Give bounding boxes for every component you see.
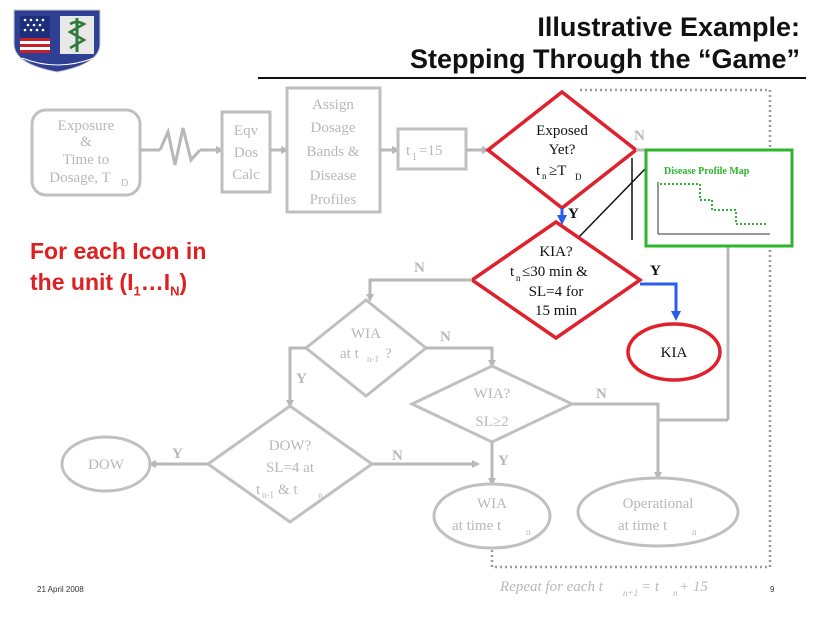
for-each-line-2: the unit (I1…IN) <box>30 269 188 299</box>
svg-text:Dos: Dos <box>234 145 258 161</box>
svg-text:15 min: 15 min <box>535 303 578 319</box>
repeat-note: Repeat for each t n+1 = t n + 15 <box>499 579 708 598</box>
svg-text:t: t <box>510 264 515 280</box>
svg-text:Yet?: Yet? <box>549 142 576 158</box>
svg-text:n-1: n-1 <box>367 354 379 364</box>
dow-no-label: N <box>392 448 403 464</box>
dow-outcome: DOW <box>60 435 152 493</box>
svg-text:t: t <box>536 163 541 179</box>
kia-yes-label: Y <box>650 263 661 279</box>
svg-text:WIA: WIA <box>351 326 381 342</box>
slide-title-line-1: Illustrative Example: <box>537 12 800 42</box>
svg-text:≤30 min &: ≤30 min & <box>522 264 588 280</box>
t1-equals-15-box: t 1 =15 <box>396 127 468 171</box>
disease-profile-map: Disease Profile Map <box>577 148 794 248</box>
repeat-loop-dotted-path <box>490 88 772 569</box>
svg-text:Profiles: Profiles <box>310 192 357 208</box>
for-each-icon-text: For each Icon in the unit (I1…IN) <box>30 236 206 307</box>
exposed-no-label: N <box>634 128 645 144</box>
svg-text:=15: =15 <box>419 143 442 159</box>
svg-text:Exposure: Exposure <box>58 118 115 134</box>
svg-text:t: t <box>256 482 261 498</box>
svg-text:= t: = t <box>641 579 660 595</box>
svg-text:KIA?: KIA? <box>539 244 573 260</box>
svg-text:n: n <box>526 527 531 537</box>
exposed-yes-label: Y <box>568 206 579 222</box>
svg-text:Operational: Operational <box>623 496 694 512</box>
svg-text:n: n <box>542 171 547 181</box>
svg-text:Repeat for each t: Repeat for each t <box>499 579 604 595</box>
wia-yes-label: Y <box>498 453 509 469</box>
eqv-dos-calc-box: Eqv Dos Calc <box>220 110 272 194</box>
svg-text:1: 1 <box>412 152 417 163</box>
page-number: 9 <box>770 585 775 594</box>
svg-text:&: & <box>80 134 92 150</box>
svg-text:Dosage, T: Dosage, T <box>49 170 110 186</box>
kia-outcome: KIA <box>626 322 722 382</box>
footer-date: 21 April 2008 <box>37 585 84 594</box>
title-underline <box>258 77 806 79</box>
for-each-line-1: For each Icon in <box>30 238 207 264</box>
wia-decision: WIA? SL≥2 <box>408 364 576 444</box>
svg-text:& t: & t <box>278 482 298 498</box>
svg-text:Assign: Assign <box>312 97 354 113</box>
svg-text:SL=4 for: SL=4 for <box>529 284 584 300</box>
kia-decision: KIA? t n ≤30 min & SL=4 for 15 min <box>468 219 644 341</box>
svg-text:n+1: n+1 <box>623 588 638 598</box>
assign-dosage-box: Assign Dosage Bands & Disease Profiles <box>285 86 382 214</box>
svg-text:at time t: at time t <box>452 518 502 534</box>
slide-title-line-2: Stepping Through the “Game” <box>410 44 800 74</box>
exposed-yet-decision: Exposed Yet? t n ≥T D <box>485 89 639 211</box>
svg-text:WIA?: WIA? <box>474 386 511 402</box>
svg-text:DOW?: DOW? <box>269 438 312 454</box>
svg-text:Bands &: Bands & <box>307 144 360 160</box>
wia-previous-decision: WIA at t n-1 ? <box>303 298 429 398</box>
army-medical-seal-logo <box>13 9 101 73</box>
svg-text:n: n <box>516 273 521 283</box>
svg-text:n-1: n-1 <box>262 490 274 500</box>
svg-text:n: n <box>692 527 697 537</box>
dow-decision: DOW? SL=4 at t n-1 & t n <box>205 404 375 524</box>
svg-text:Calc: Calc <box>232 167 260 183</box>
svg-text:+ 15: + 15 <box>679 579 708 595</box>
dow-yes-label: Y <box>172 446 183 462</box>
break-symbol <box>140 127 224 166</box>
svg-text:SL=4 at: SL=4 at <box>266 460 315 476</box>
svg-text:at t: at t <box>340 346 360 362</box>
svg-text:?: ? <box>385 346 392 362</box>
svg-text:n: n <box>673 588 678 598</box>
svg-text:Exposed: Exposed <box>536 123 588 139</box>
svg-text:n: n <box>318 490 323 500</box>
svg-text:DOW: DOW <box>88 457 125 473</box>
svg-text:KIA: KIA <box>661 345 688 361</box>
svg-text:WIA: WIA <box>477 496 507 512</box>
kia-no-label: N <box>414 260 425 276</box>
svg-text:≥T: ≥T <box>549 163 566 179</box>
svg-text:D: D <box>121 178 128 189</box>
svg-text:Eqv: Eqv <box>234 123 259 139</box>
svg-text:t: t <box>406 143 411 159</box>
svg-text:Disease: Disease <box>310 168 357 184</box>
wia-no-label: N <box>596 386 607 402</box>
operational-outcome: Operational at time t n <box>576 476 740 548</box>
svg-text:D: D <box>575 172 582 182</box>
wia-prev-yes-label: Y <box>296 371 307 387</box>
wia-prev-no-label: N <box>440 329 451 345</box>
svg-text:SL≥2: SL≥2 <box>475 414 508 430</box>
svg-text:Time to: Time to <box>63 152 110 168</box>
svg-text:Disease Profile Map: Disease Profile Map <box>664 166 750 177</box>
svg-text:Dosage: Dosage <box>311 120 356 136</box>
svg-text:at time t: at time t <box>618 518 668 534</box>
exposure-box: Exposure & Time to Dosage, T D <box>30 108 142 197</box>
wia-outcome: WIA at time t n <box>432 482 552 550</box>
